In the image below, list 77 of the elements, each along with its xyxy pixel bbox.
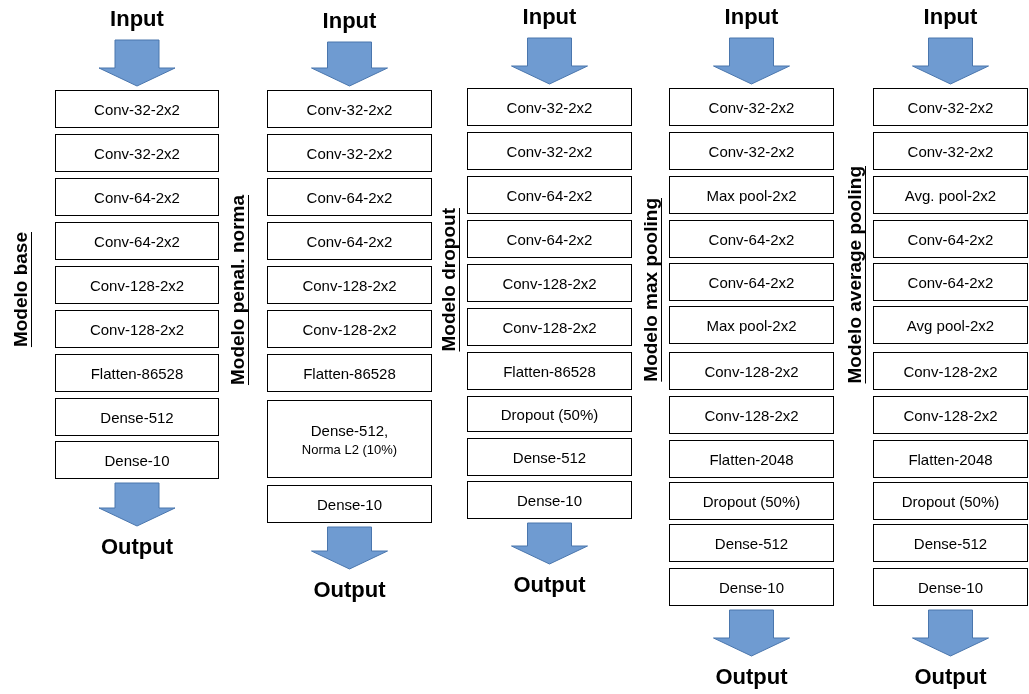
layer-box: Conv-32-2x2 [467, 132, 632, 170]
layer-box: Conv-64-2x2 [669, 220, 834, 258]
layer-box: Conv-64-2x2 [267, 178, 432, 216]
layer-box: Conv-128-2x2 [55, 310, 219, 348]
block-arrow [311, 526, 388, 570]
io-label: Output [914, 664, 987, 690]
io-label: Input [110, 6, 164, 32]
layer-box: Dense-10 [467, 481, 632, 519]
layer-box: Conv-32-2x2 [669, 132, 834, 170]
column-title: Modelo max pooling [640, 198, 662, 382]
block-arrow [311, 41, 388, 87]
block-arrow [912, 609, 989, 657]
io-label: Input [724, 4, 779, 30]
layer-box: Conv-128-2x2 [669, 396, 834, 434]
io-label: Output [513, 572, 586, 598]
column-title: Modelo average pooling [844, 166, 866, 384]
layer-box: Flatten-86528 [55, 354, 219, 392]
layer-box: Conv-128-2x2 [873, 396, 1028, 434]
block-arrow [98, 39, 176, 87]
io-label: Output [100, 534, 174, 560]
layer-box: Dense-10 [267, 485, 432, 523]
io-label: Output [313, 577, 386, 603]
layer-box: Dense-10 [669, 568, 834, 606]
block-arrow [98, 482, 176, 527]
layer-box: Flatten-2048 [669, 440, 834, 478]
layer-box: Dense-512 [873, 524, 1028, 562]
layer-box: Dense-512 [669, 524, 834, 562]
layer-box: Conv-32-2x2 [55, 90, 219, 128]
layer-box: Conv-128-2x2 [55, 266, 219, 304]
layer-box: Dense-10 [55, 441, 219, 479]
column-title: Modelo penal. norma [227, 195, 249, 385]
layer-box: Dropout (50%) [669, 482, 834, 520]
block-arrow [713, 609, 790, 657]
layer-box: Conv-128-2x2 [467, 308, 632, 346]
layer-box: Max pool-2x2 [669, 176, 834, 214]
layer-box: Dense-512, Norma L2 (10%) [267, 400, 432, 478]
layer-box: Conv-32-2x2 [669, 88, 834, 126]
layer-box: Conv-128-2x2 [873, 352, 1028, 390]
layer-box: Conv-32-2x2 [267, 90, 432, 128]
layer-box: Dense-512 [55, 398, 219, 436]
block-arrow [511, 37, 588, 85]
io-label: Input [522, 4, 577, 30]
layer-box: Flatten-86528 [267, 354, 432, 392]
block-arrow [912, 37, 989, 85]
layer-box: Conv-128-2x2 [467, 264, 632, 302]
layer-box: Conv-128-2x2 [267, 266, 432, 304]
layer-box: Conv-64-2x2 [467, 176, 632, 214]
layer-box: Conv-32-2x2 [467, 88, 632, 126]
layer-box: Dense-512 [467, 438, 632, 476]
layer-box: Conv-32-2x2 [873, 132, 1028, 170]
layer-box: Conv-64-2x2 [669, 263, 834, 301]
layer-box: Conv-32-2x2 [55, 134, 219, 172]
layer-box: Conv-64-2x2 [55, 178, 219, 216]
io-label: Output [715, 664, 788, 690]
layer-box: Max pool-2x2 [669, 306, 834, 344]
layer-box: Conv-64-2x2 [873, 220, 1028, 258]
layer-box: Conv-32-2x2 [267, 134, 432, 172]
layer-box: Dropout (50%) [873, 482, 1028, 520]
layer-box: Flatten-2048 [873, 440, 1028, 478]
layer-box: Dropout (50%) [467, 396, 632, 432]
layer-box: Dense-10 [873, 568, 1028, 606]
layer-box: Conv-64-2x2 [873, 263, 1028, 301]
column-title: Modelo dropout [438, 208, 460, 352]
block-arrow [713, 37, 790, 85]
layer-box: Conv-64-2x2 [55, 222, 219, 260]
layer-box: Conv-64-2x2 [267, 222, 432, 260]
layer-box: Avg. pool-2x2 [873, 176, 1028, 214]
layer-box: Avg pool-2x2 [873, 306, 1028, 344]
layer-box: Conv-128-2x2 [669, 352, 834, 390]
layer-box: Conv-64-2x2 [467, 220, 632, 258]
column-title: Modelo base [10, 232, 32, 348]
io-label: Input [923, 4, 978, 30]
io-label: Input [322, 8, 377, 34]
layer-box: Flatten-86528 [467, 352, 632, 390]
layer-box: Conv-128-2x2 [267, 310, 432, 348]
layer-box: Conv-32-2x2 [873, 88, 1028, 126]
block-arrow [511, 522, 588, 565]
